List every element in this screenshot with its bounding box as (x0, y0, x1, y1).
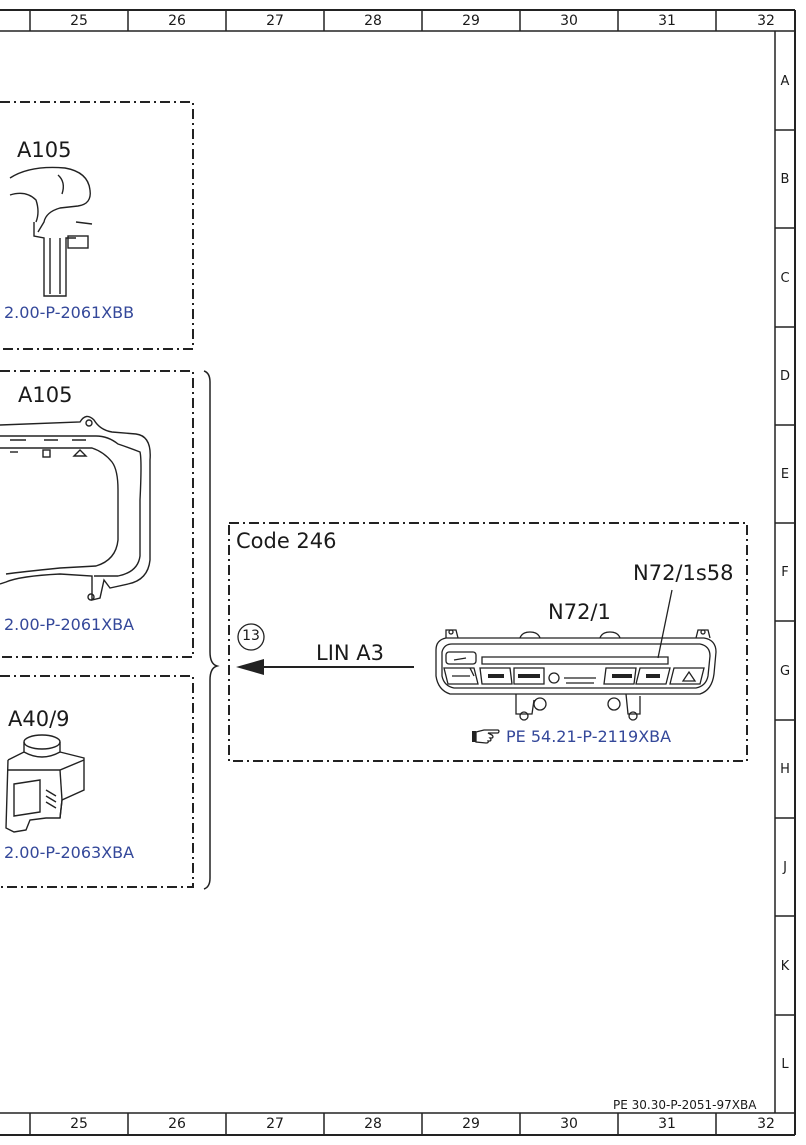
row-label: C (780, 271, 790, 286)
column-label: 32 (757, 13, 775, 29)
console-bezel-drawing (0, 415, 151, 601)
column-label: 26 (168, 13, 186, 29)
column-label: 25 (70, 1116, 88, 1132)
reference-link[interactable]: 2.00-P-2061XBA (4, 615, 135, 634)
column-label: 31 (658, 13, 676, 29)
column-label: 30 (560, 1116, 578, 1132)
reference-link[interactable]: 2.00-P-2061XBB (4, 303, 135, 322)
component-label-a105: A105 (18, 383, 73, 407)
component-label-n72-1s58: N72/1s58 (633, 561, 734, 585)
column-label: 27 (266, 13, 284, 29)
row-label: F (781, 565, 789, 580)
column-label: 31 (658, 1116, 676, 1132)
component-label-n72-1: N72/1 (548, 600, 611, 624)
column-label: 25 (70, 13, 88, 29)
column-label: 30 (560, 13, 578, 29)
connector-number: 13 (242, 628, 260, 644)
column-label: 28 (364, 13, 382, 29)
reference-link[interactable]: PE 54.21-P-2119XBA (506, 727, 672, 746)
component-label-a105: A105 (17, 138, 72, 162)
row-label: G (779, 664, 791, 679)
column-label: 27 (266, 1116, 284, 1132)
bus-label: LIN A3 (316, 641, 385, 665)
component-label-a40-9: A40/9 (8, 707, 70, 731)
code-label: Code 246 (236, 529, 337, 553)
control-panel-drawing (435, 629, 717, 721)
row-label: J (783, 860, 787, 875)
row-label: A (780, 74, 790, 89)
reference-link[interactable]: 2.00-P-2063XBA (4, 843, 135, 862)
column-label: 32 (757, 1116, 775, 1132)
column-label: 26 (168, 1116, 186, 1132)
switch-module-drawing (5, 734, 85, 833)
pointing-hand-icon (470, 727, 500, 745)
row-label: K (780, 959, 790, 974)
row-label: L (781, 1057, 789, 1072)
column-label: 29 (462, 13, 480, 29)
column-label: 29 (462, 1116, 480, 1132)
row-label: D (779, 369, 790, 384)
gear-selector-drawing (9, 166, 93, 297)
document-id: PE 30.30-P-2051-97XBA (613, 1098, 757, 1112)
column-label: 28 (364, 1116, 382, 1132)
row-label: B (780, 172, 790, 187)
row-label: H (780, 762, 790, 777)
row-label: E (780, 467, 790, 482)
